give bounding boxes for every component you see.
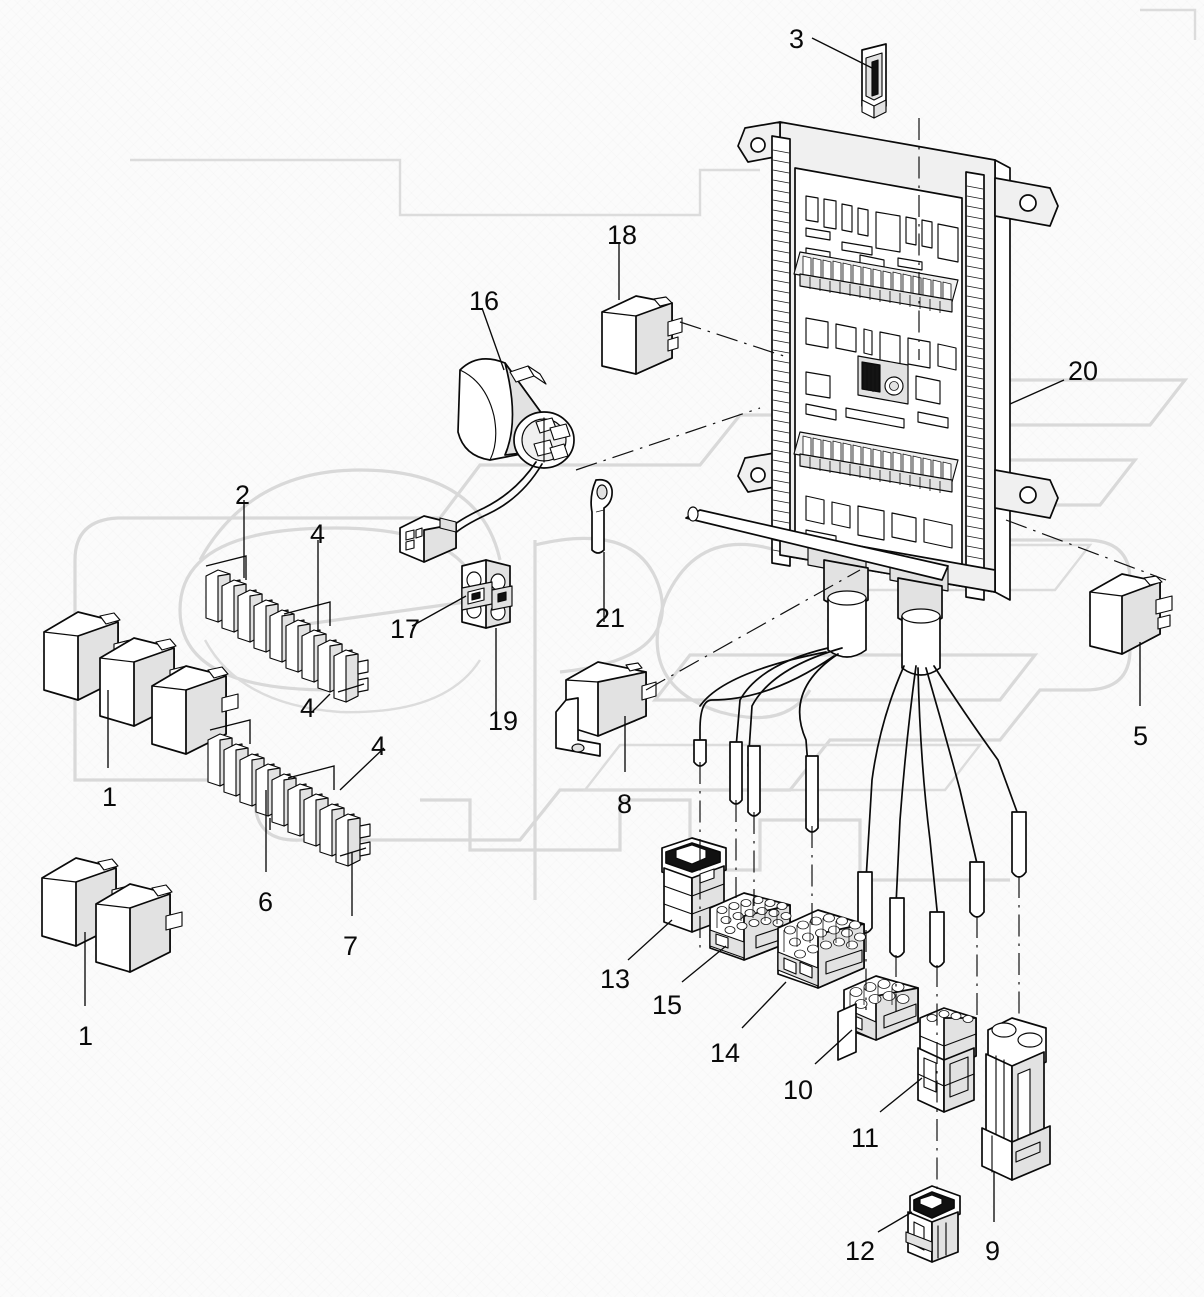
part-connector-11[interactable] <box>917 1007 977 1113</box>
callout-4-a[interactable]: 4 <box>310 519 326 549</box>
part-connector-9[interactable] <box>981 1017 1051 1181</box>
callout-12[interactable]: 12 <box>845 1236 876 1266</box>
part-connector-12[interactable] <box>905 1185 961 1263</box>
callout-11[interactable]: 11 <box>851 1123 880 1153</box>
part-fuse-row-upper[interactable] <box>205 555 369 703</box>
callout-16[interactable]: 16 <box>469 286 500 316</box>
callout-20[interactable]: 20 <box>1068 356 1099 386</box>
projection-centerlines <box>575 118 1167 1190</box>
leader-lines <box>84 37 1141 1233</box>
part-fuse-row-lower[interactable] <box>207 719 371 867</box>
callout-21[interactable]: 21 <box>595 603 626 633</box>
callout-10[interactable]: 10 <box>783 1075 814 1105</box>
part-relay-5[interactable] <box>1089 573 1173 655</box>
callout-5[interactable]: 5 <box>1133 721 1149 751</box>
part-connector-10[interactable] <box>837 975 919 1061</box>
part-connector-15[interactable] <box>709 892 792 961</box>
callout-1-b[interactable]: 1 <box>78 1021 94 1051</box>
callout-13[interactable]: 13 <box>600 964 631 994</box>
callout-2[interactable]: 2 <box>235 480 251 510</box>
callout-14[interactable]: 14 <box>710 1038 741 1068</box>
callout-4-b[interactable]: 4 <box>300 693 316 723</box>
part-relay-group-upper[interactable] <box>43 611 239 755</box>
callout-1-a[interactable]: 1 <box>102 782 118 812</box>
callout-8[interactable]: 8 <box>617 789 633 819</box>
panel-center-block <box>857 355 909 405</box>
part-connector-14[interactable] <box>777 909 866 989</box>
callout-15[interactable]: 15 <box>652 990 683 1020</box>
wire-harness <box>685 506 1027 968</box>
part-relay-group-lower[interactable] <box>41 857 183 973</box>
callout-4-c[interactable]: 4 <box>371 731 387 761</box>
part-fuse-relay-panel[interactable] <box>737 121 1059 601</box>
part-ring-terminal-lug[interactable] <box>590 478 613 554</box>
callout-17[interactable]: 17 <box>390 614 421 644</box>
part-fuse-puller[interactable] <box>861 43 887 119</box>
part-relay-with-bracket[interactable] <box>555 661 657 757</box>
part-relay-18[interactable] <box>601 295 683 375</box>
part-bus-bar-bracket[interactable] <box>461 559 513 629</box>
callout-9[interactable]: 9 <box>985 1236 1001 1266</box>
panel-upper-terminal-row <box>793 251 959 313</box>
part-starter-solenoid[interactable] <box>399 357 575 563</box>
panel-lower-terminal-row <box>793 431 959 493</box>
callout-3[interactable]: 3 <box>789 24 805 54</box>
callout-7[interactable]: 7 <box>343 931 359 961</box>
callout-19[interactable]: 19 <box>488 706 519 736</box>
callout-6[interactable]: 6 <box>258 887 274 917</box>
callout-18[interactable]: 18 <box>607 220 638 250</box>
